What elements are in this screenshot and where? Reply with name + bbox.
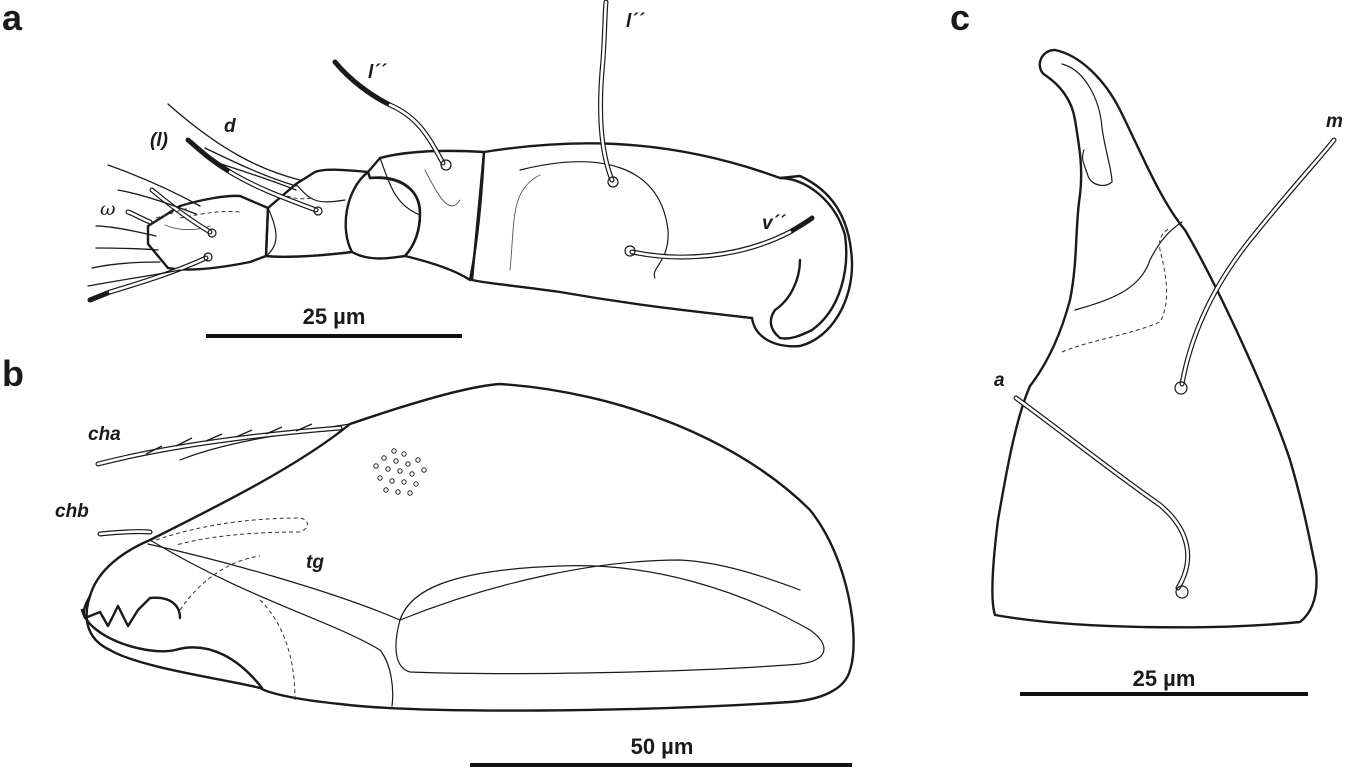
panel-a: a	[2, 0, 854, 348]
chelicera-inner-line	[147, 543, 801, 621]
leg-tibia-inner	[295, 183, 346, 203]
leg-tibia	[344, 170, 422, 260]
seta-tarsal-5	[95, 225, 157, 237]
socket-a	[1175, 585, 1189, 599]
chelicera-dashed-arc	[179, 555, 296, 701]
seta-tarsal-8	[87, 269, 181, 287]
palp-drawing	[991, 48, 1337, 629]
label-v: v´´	[762, 213, 787, 234]
socket-d	[313, 206, 323, 216]
seta-tibial-2	[204, 147, 297, 187]
scale-label-a: 25 µm	[303, 304, 366, 329]
label-m: m	[1326, 111, 1343, 132]
leg-tibia-2	[264, 168, 370, 258]
leg-femur-inner-2	[509, 174, 541, 271]
panel-letter-a: a	[2, 0, 23, 38]
leg-femur-inner	[519, 161, 669, 279]
leg-tarsus-joint	[265, 207, 277, 257]
chelicera-body	[85, 382, 855, 712]
panel-c: c m a 25 µm	[950, 0, 1343, 696]
leg-genu	[366, 149, 486, 282]
panel-letter-c: c	[950, 0, 970, 38]
label-cha: cha	[88, 424, 121, 445]
palp-inner-line	[1074, 221, 1183, 311]
label-l-apical: l´´	[626, 11, 646, 32]
label-a: a	[994, 370, 1005, 391]
seta-cha	[95, 425, 343, 467]
chelicera-fixed-digit	[82, 594, 182, 628]
chelicera-seam	[149, 539, 394, 707]
label-tg: tg	[306, 552, 324, 573]
socket-l-apical	[607, 176, 619, 188]
leg-tarsus-inner	[164, 224, 211, 231]
leg-femur	[470, 142, 854, 348]
socket-tarsal-1	[207, 228, 217, 238]
seta-l-basal	[332, 59, 446, 166]
panel-b: b	[2, 353, 855, 767]
palp-dashed-line	[1061, 227, 1171, 353]
scale-label-b: 50 µm	[631, 734, 694, 759]
pore-cluster	[373, 448, 427, 496]
chelicera-inner-oval	[395, 565, 825, 675]
seta-m	[1179, 137, 1337, 387]
panel-letter-b: b	[2, 353, 24, 394]
leg-drawing	[87, 0, 854, 348]
seta-tarsal-6	[95, 247, 159, 251]
socket-tarsal-2	[203, 252, 213, 262]
seta-cha-barbs	[145, 423, 313, 455]
leg-trochanter-lobe	[769, 176, 848, 340]
seta-tarsal-4	[117, 189, 197, 215]
socket-v	[624, 245, 636, 257]
scale-label-c: 25 µm	[1133, 666, 1196, 691]
chelicera-dashed-sac	[155, 517, 308, 546]
leg-tarsus	[146, 194, 270, 271]
seta-tarsal-7	[91, 261, 161, 269]
socket-m	[1174, 381, 1188, 395]
seta-a	[1013, 395, 1191, 591]
omega-dashed	[155, 207, 191, 219]
seta-tibial-long	[167, 103, 301, 181]
seta-tarsal-3	[107, 164, 201, 207]
socket-l-basal	[440, 159, 452, 171]
leg-genu-inner-2	[424, 169, 461, 207]
leg-tarsus-dashed	[179, 211, 241, 219]
label-omega: ω	[100, 198, 116, 220]
label-l-paren: (l)	[150, 130, 168, 151]
seta-tibial-3	[214, 161, 297, 191]
palp-claw-inner	[1061, 63, 1113, 186]
palp-outline	[991, 48, 1318, 629]
chelicera-movable-digit	[80, 608, 264, 690]
label-l-basal: l´´	[368, 62, 388, 83]
label-chb: chb	[55, 501, 89, 522]
label-d: d	[224, 116, 236, 137]
leg-genu-inner	[379, 157, 421, 216]
chelicera-drawing	[80, 382, 855, 712]
seta-l-apical	[597, 0, 615, 183]
